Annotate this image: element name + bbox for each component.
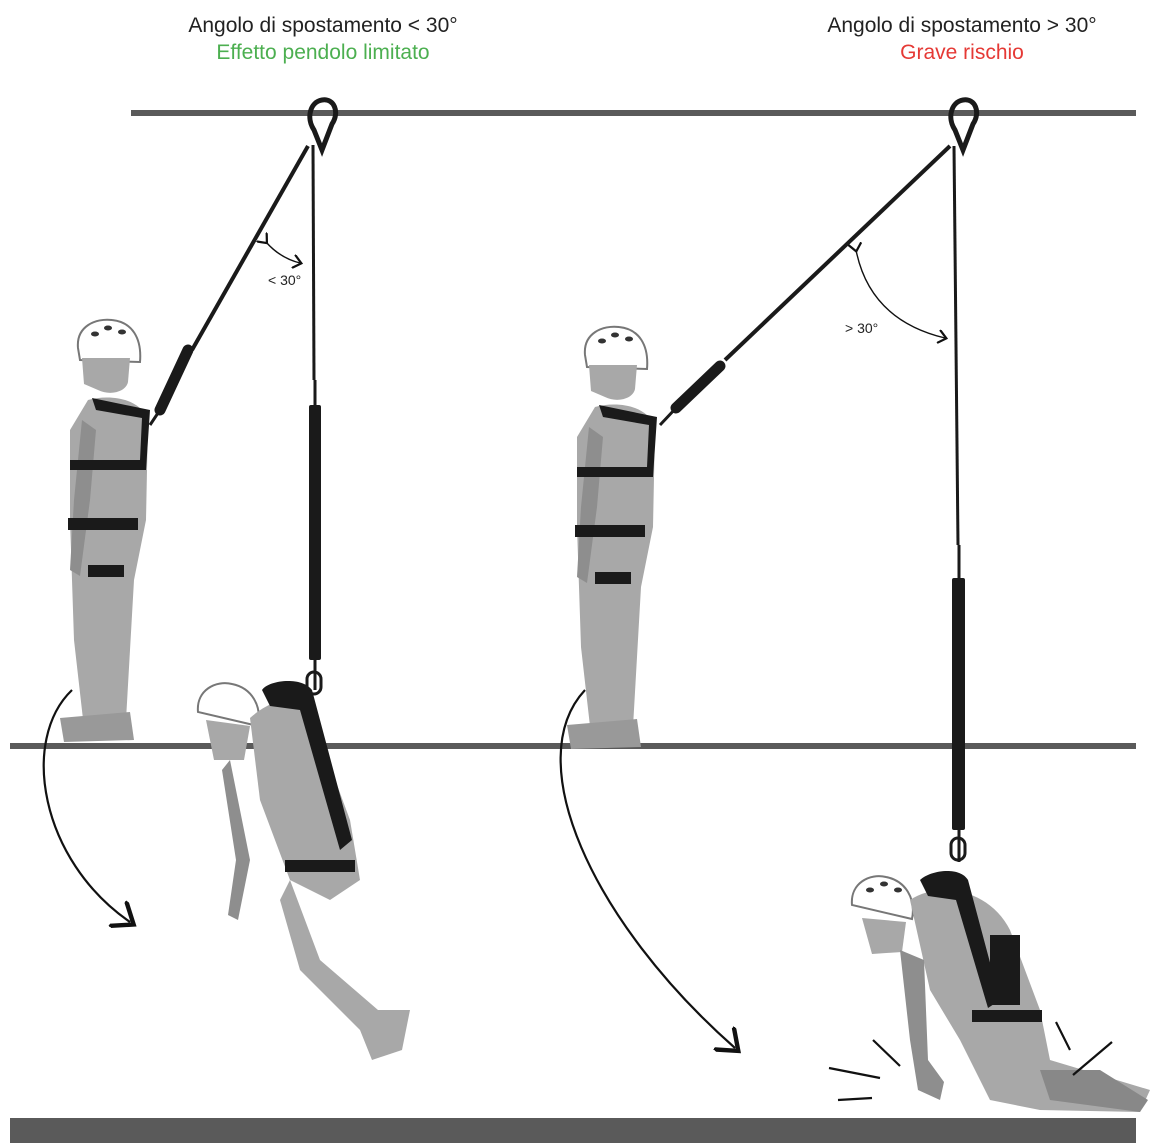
left-angle-label: < 30° [268,272,301,288]
left-falling-worker [196,680,410,1060]
right-caption-subtitle: Grave rischio [900,41,1024,64]
left-standing-worker [60,318,150,742]
left-anchor-carabiner-icon [307,97,339,157]
left-caption-title: Angolo di spostamento < 30° [188,14,458,37]
right-vertical-lanyard [949,145,967,862]
anchor-line [131,110,1136,116]
right-impact-marks [828,1021,1113,1102]
left-diagonal-lanyard [148,145,310,426]
left-pendulum-trajectory-arrow [42,689,130,922]
right-diagonal-lanyard [658,144,952,427]
left-caption: Angolo di spostamento < 30° Effetto pend… [113,12,533,66]
right-caption-title: Angolo di spostamento > 30° [827,14,1097,37]
right-pendulum-trajectory-arrow [559,689,735,1048]
right-angle-arc [856,250,945,338]
right-anchor-carabiner-icon [948,97,980,157]
ground-bar [10,1118,1136,1143]
left-caption-subtitle: Effetto pendolo limitato [216,41,430,64]
right-caption: Angolo di spostamento > 30° Grave rischi… [752,12,1151,66]
right-kneeling-worker [850,870,1150,1112]
right-angle-label: > 30° [845,320,878,336]
left-vertical-lanyard [305,144,323,696]
right-standing-worker [567,325,657,749]
left-angle-arc [266,242,300,263]
right-panel: > 30° [559,97,1150,1112]
left-panel: < 30° [42,97,410,1060]
